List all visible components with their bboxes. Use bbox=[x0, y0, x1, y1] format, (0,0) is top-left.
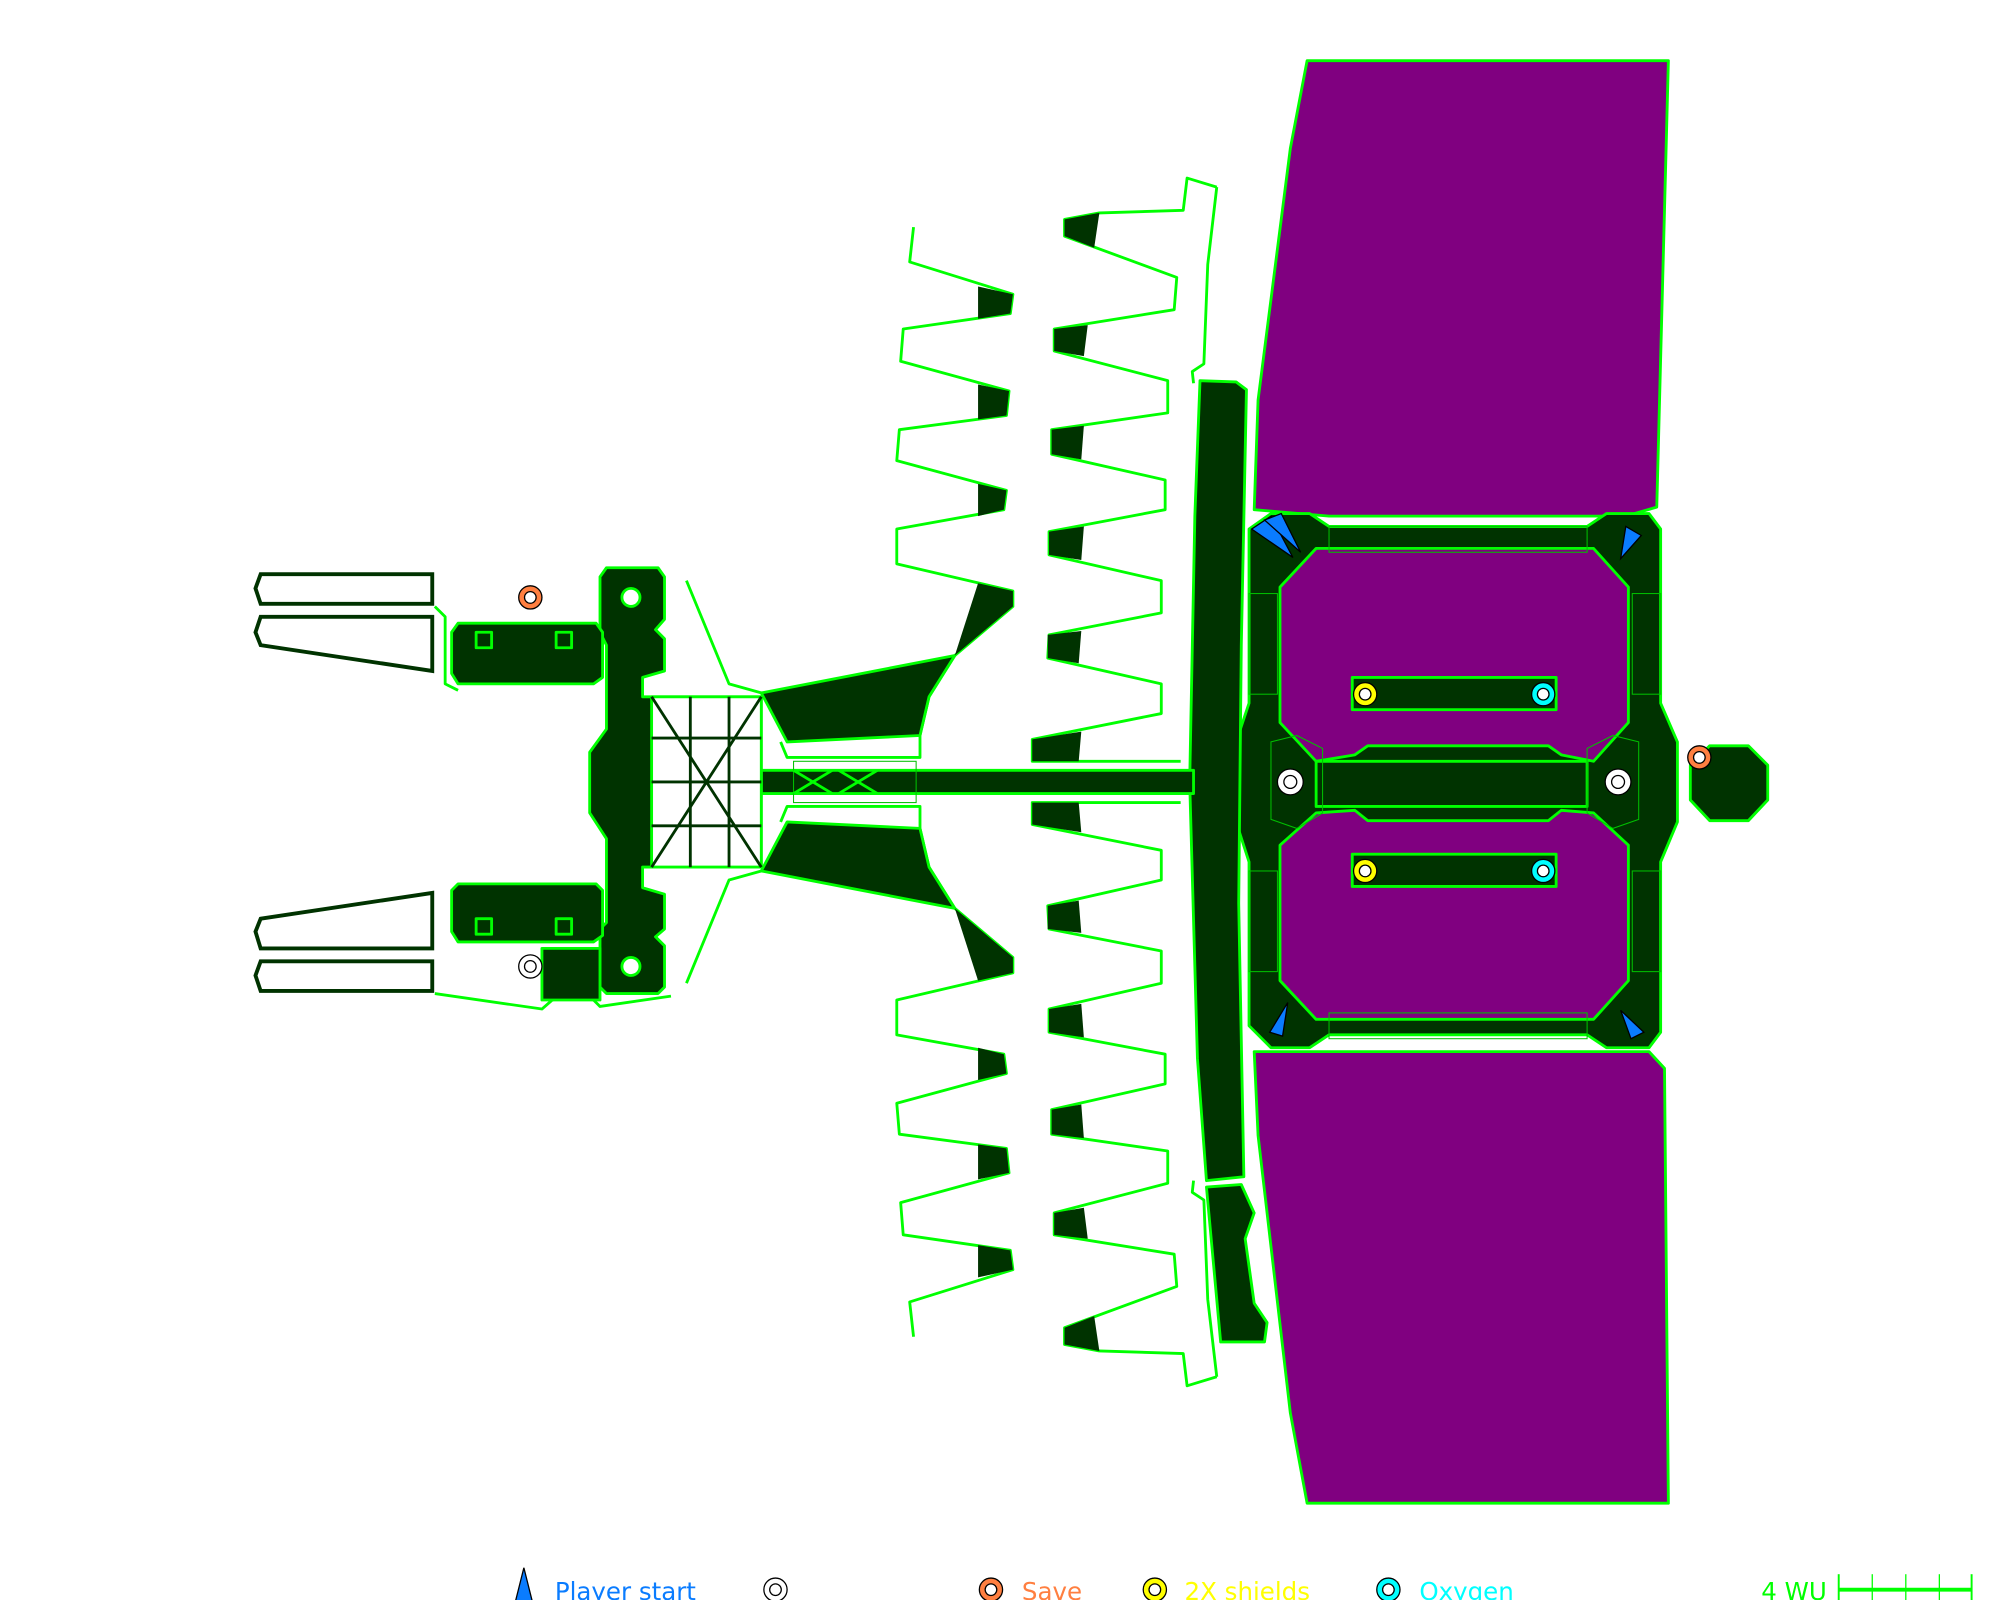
liquid-bottom bbox=[1252, 1050, 1670, 1505]
shields-marker bbox=[1352, 858, 1378, 884]
scale-bar bbox=[1837, 1574, 1973, 1600]
save-marker bbox=[1687, 745, 1712, 770]
generic-marker bbox=[1604, 768, 1632, 796]
generic-marker bbox=[518, 954, 543, 979]
generic-marker bbox=[1276, 768, 1304, 796]
player-start-marker bbox=[1263, 512, 1302, 553]
player-start-icon bbox=[515, 1567, 533, 1600]
save-marker bbox=[518, 585, 543, 610]
map-markers bbox=[518, 512, 1712, 1040]
shields-icon bbox=[1142, 1577, 1168, 1600]
oxygen-icon bbox=[1376, 1577, 1401, 1600]
liquid-top bbox=[1252, 59, 1670, 518]
player-start-marker bbox=[1619, 525, 1643, 561]
legend-oxygen: Oxygen bbox=[1419, 1577, 1513, 1600]
lower-chamber bbox=[1205, 1183, 1269, 1344]
legend-shields: 2X shields bbox=[1185, 1577, 1310, 1600]
curved-corridor bbox=[1188, 379, 1248, 1183]
zigzag-walls bbox=[759, 176, 1219, 763]
player-start-marker bbox=[1250, 515, 1294, 558]
main-spine bbox=[759, 760, 1195, 804]
legend-scale-label: 4 WU bbox=[1761, 1577, 1827, 1600]
legend: Player start Save 2X shields Oxygen 4 WU bbox=[515, 1567, 1973, 1600]
station bbox=[1234, 512, 1770, 1050]
oxygen-marker bbox=[1530, 681, 1556, 707]
player-start-marker bbox=[1268, 1002, 1289, 1037]
oxygen-marker bbox=[1530, 858, 1556, 884]
player-start-marker bbox=[1620, 1009, 1645, 1040]
side-octagon-room bbox=[1688, 744, 1770, 823]
legend-player-start: Player start bbox=[555, 1577, 696, 1600]
left-structure bbox=[253, 566, 763, 1011]
save-icon bbox=[978, 1577, 1004, 1600]
legend-save: Save bbox=[1022, 1577, 1082, 1600]
generic-item-icon bbox=[763, 1577, 788, 1600]
shields-marker bbox=[1352, 681, 1378, 707]
